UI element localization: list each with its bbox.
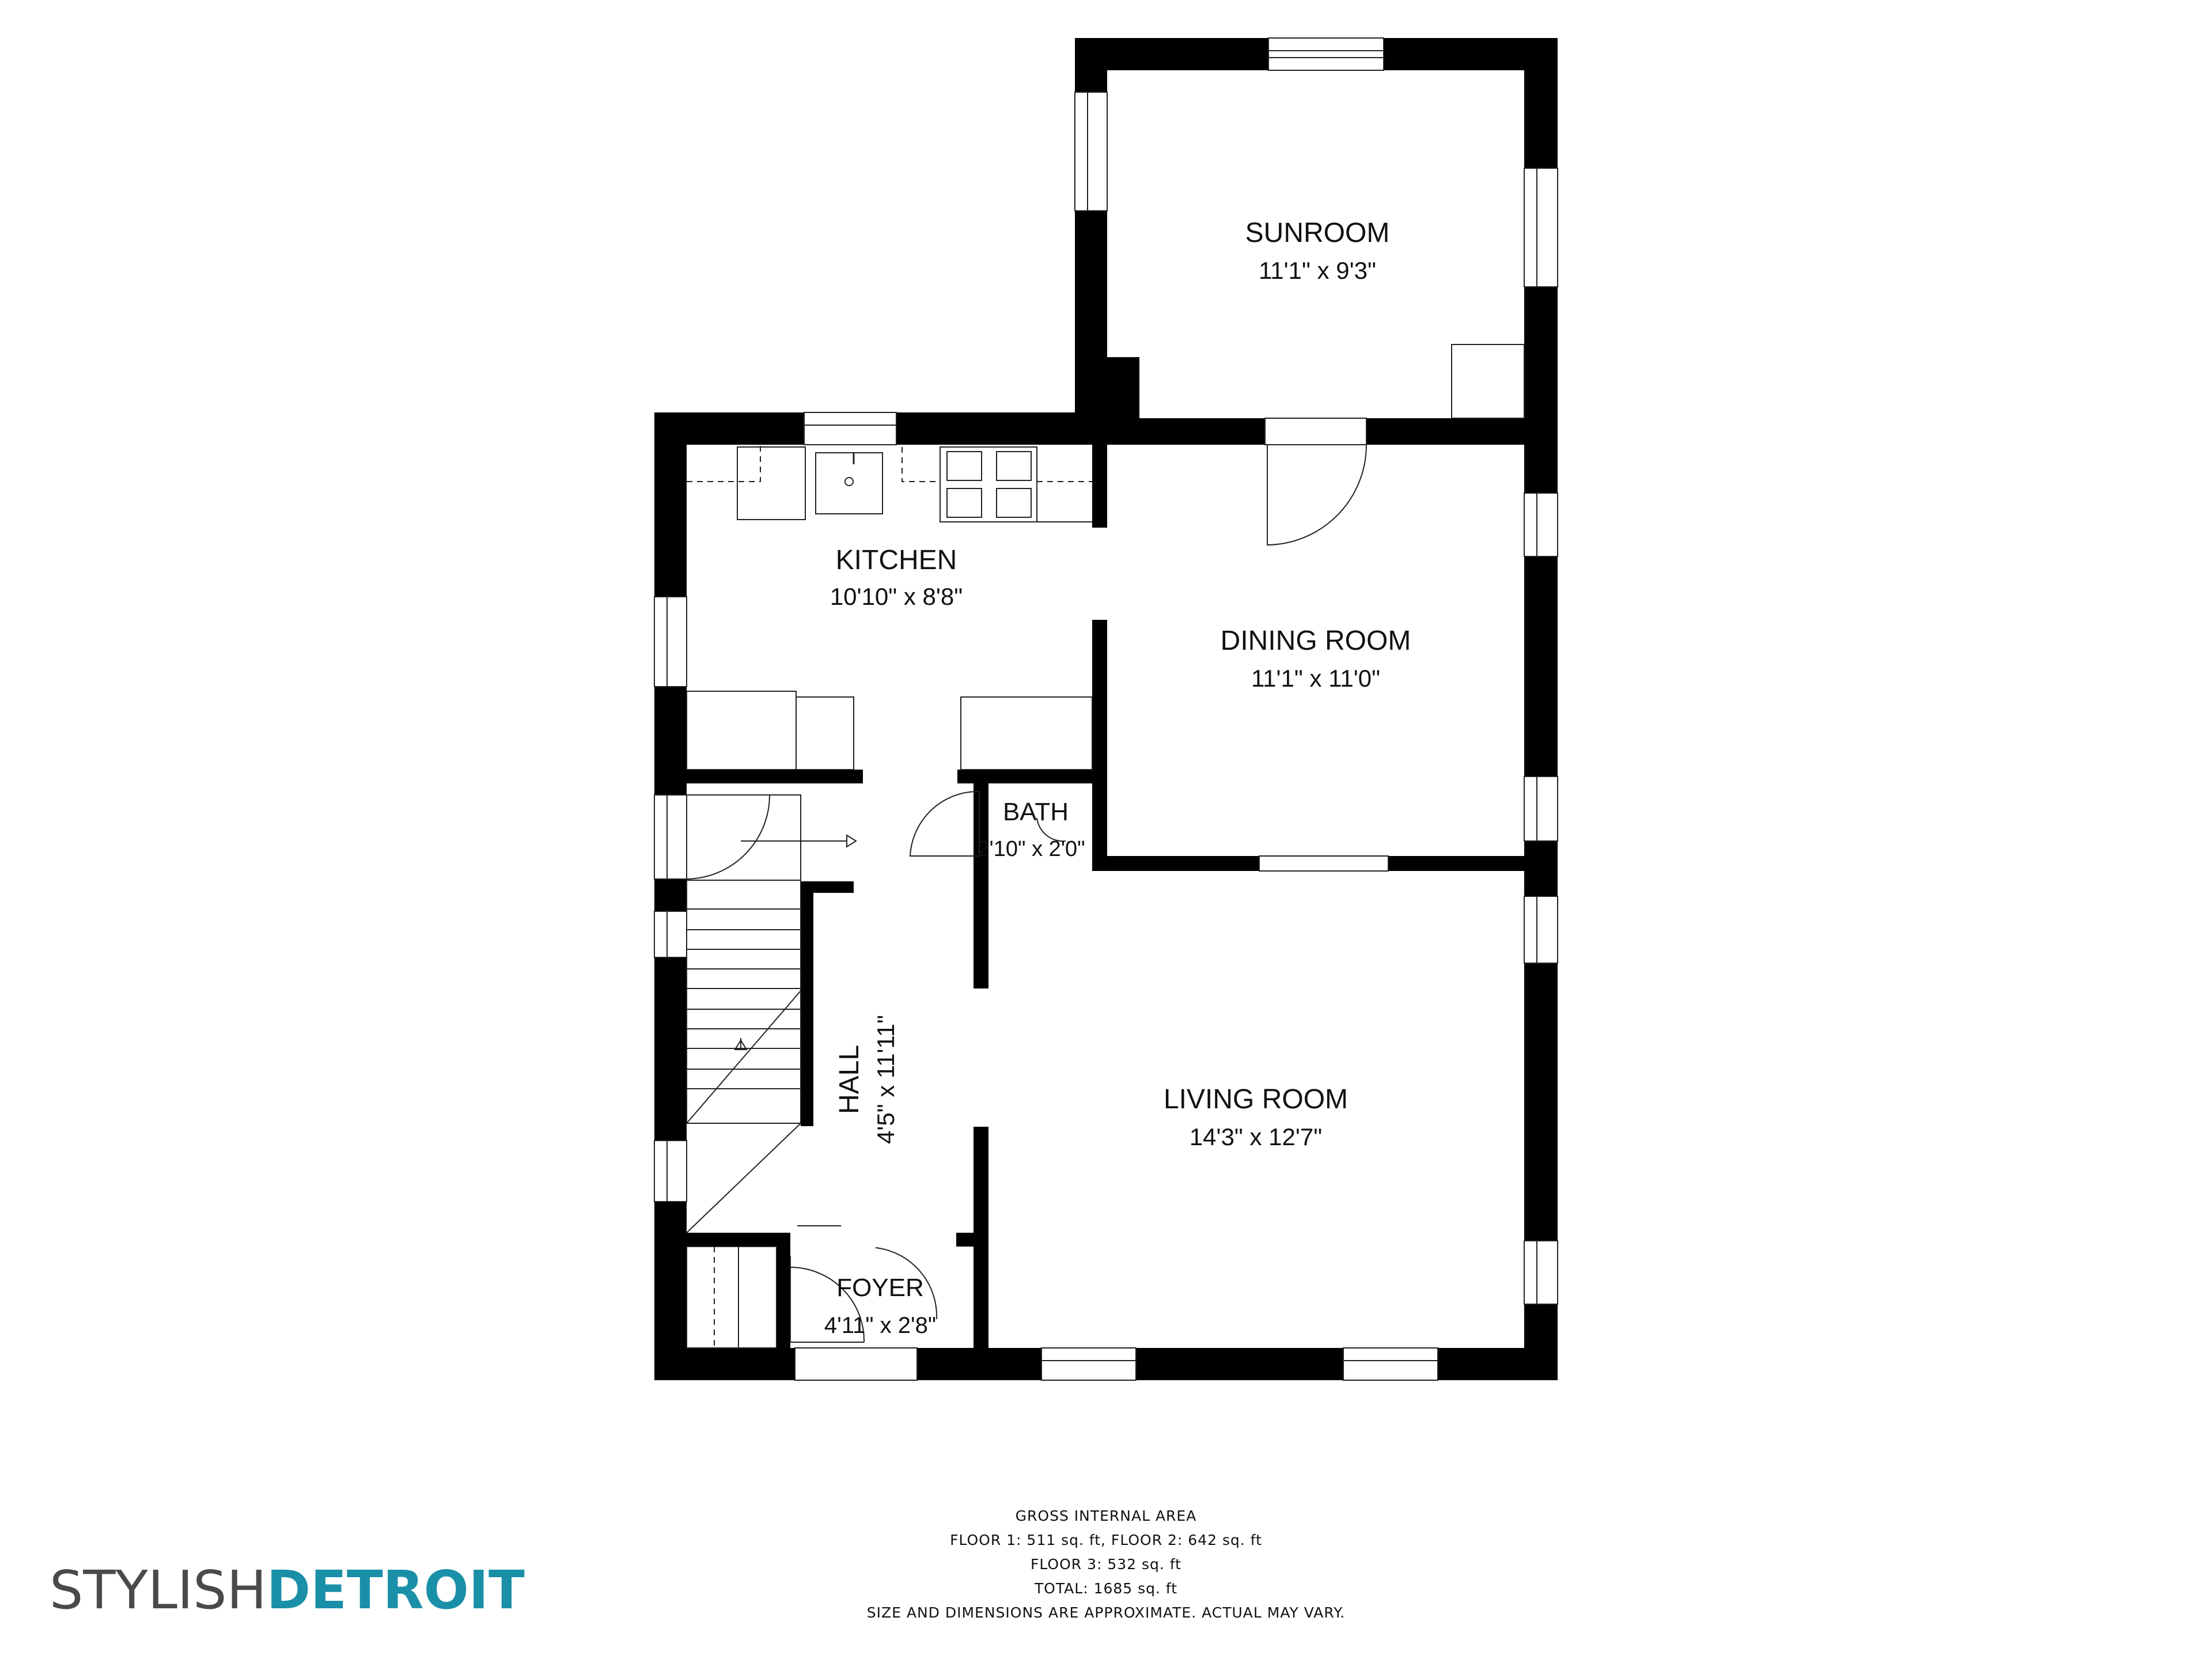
bath-dims: 2'10" x 2'0"	[977, 837, 1085, 861]
windows	[654, 37, 1558, 1381]
hall-dims: 4'5" x 11'11"	[872, 1015, 899, 1144]
hall-name: HALL	[834, 1045, 865, 1114]
foyer-dims: 4'11" x 2'8"	[824, 1313, 936, 1338]
logo-light-text: STYLISH	[50, 1559, 267, 1621]
fixtures	[686, 344, 1525, 1349]
area-line-3: TOTAL: 1685 sq. ft	[1034, 1580, 1177, 1597]
area-line-2: FLOOR 3: 532 sq. ft	[1031, 1556, 1181, 1573]
dining-room-dims: 11'1" x 11'0"	[1251, 665, 1380, 692]
bath-name: BATH	[1003, 798, 1069, 826]
dining-room-name: DINING ROOM	[1221, 626, 1411, 656]
area-heading: GROSS INTERNAL AREA	[1016, 1508, 1197, 1524]
room-labels: SUNROOM 11'1" x 9'3" KITCHEN 10'10" x 8'…	[824, 218, 1411, 1338]
kitchen-dims: 10'10" x 8'8"	[830, 583, 963, 610]
area-summary: GROSS INTERNAL AREA FLOOR 1: 511 sq. ft,…	[867, 1508, 1346, 1621]
sunroom-name: SUNROOM	[1245, 218, 1390, 248]
sunroom-dims: 11'1" x 9'3"	[1259, 257, 1376, 284]
living-room-name: LIVING ROOM	[1164, 1084, 1348, 1115]
area-line-1: FLOOR 1: 511 sq. ft, FLOOR 2: 642 sq. ft	[950, 1532, 1262, 1548]
foyer-name: FOYER	[836, 1274, 924, 1302]
logo-bold-text: DETROIT	[267, 1559, 525, 1621]
brand-logo: STYLISHDETROIT	[50, 1559, 525, 1621]
kitchen-name: KITCHEN	[836, 545, 957, 575]
living-room-dims: 14'3" x 12'7"	[1190, 1123, 1322, 1150]
area-disclaimer: SIZE AND DIMENSIONS ARE APPROXIMATE. ACT…	[867, 1604, 1346, 1621]
walls	[654, 38, 1558, 1380]
